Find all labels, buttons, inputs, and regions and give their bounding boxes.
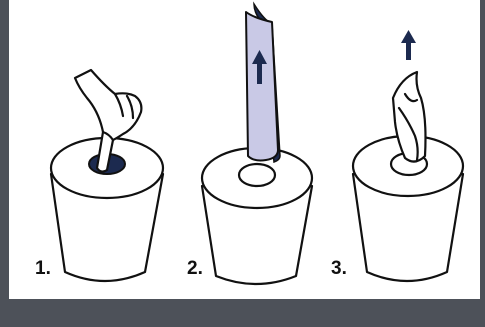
step-1-number: 1. xyxy=(35,258,51,280)
instructions-panel: 1. 2. 3. xyxy=(9,0,480,299)
step-2-illustration xyxy=(194,0,329,299)
step-2-number: 2. xyxy=(187,258,203,280)
paper-roll-core-hole xyxy=(239,164,275,186)
up-arrow-icon xyxy=(401,30,416,60)
step-3-number: 3. xyxy=(331,258,347,280)
step-3-illustration xyxy=(347,0,475,299)
step-1-illustration xyxy=(45,0,175,299)
paper-sheet-pulled xyxy=(246,12,278,161)
